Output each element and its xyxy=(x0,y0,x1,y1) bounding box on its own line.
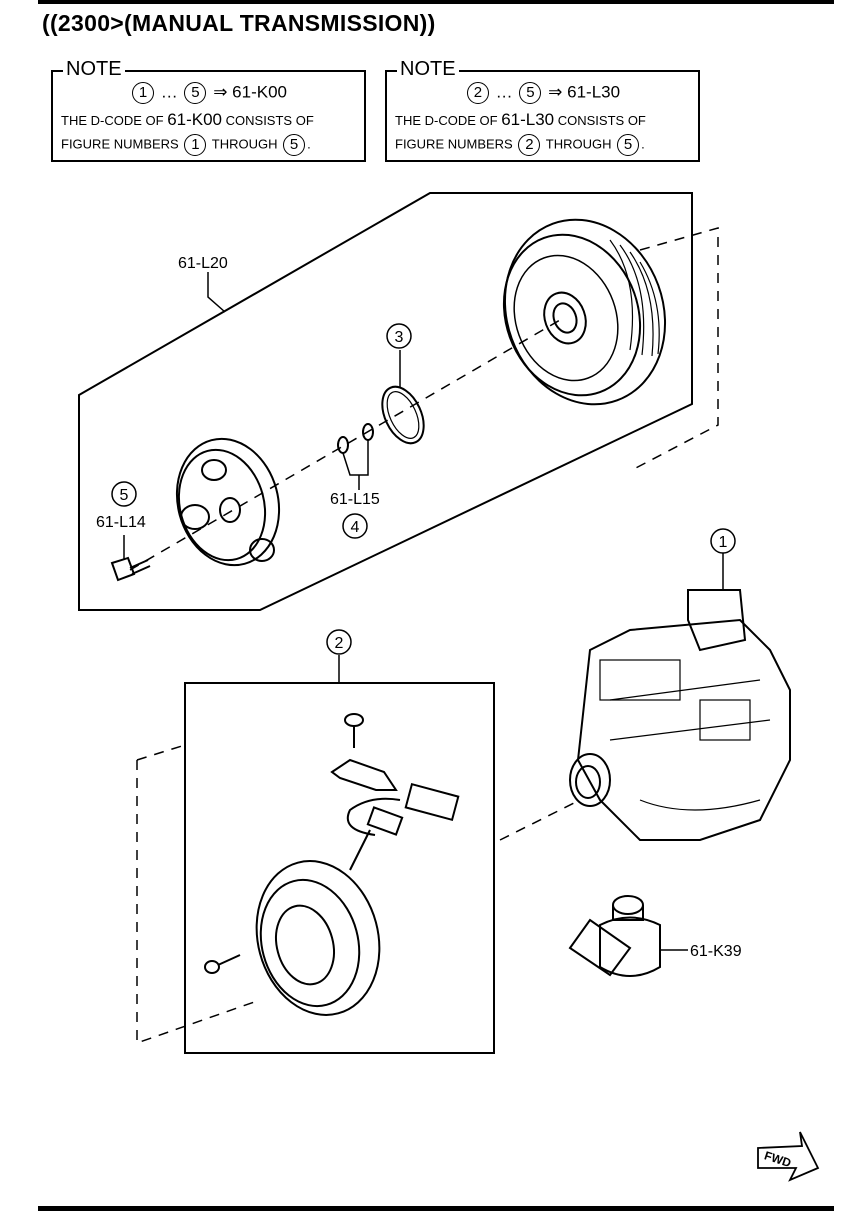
note-range: 2 … 5 ⇒ 61-L30 xyxy=(387,82,698,104)
circle-num: 1 xyxy=(184,134,207,156)
range-sep: … xyxy=(495,82,513,102)
clutch-assembly-outline xyxy=(78,192,693,611)
note-box-k00: NOTE 1 … 5 ⇒ 61-K00 THE D-CODE OF 61-K00… xyxy=(51,58,366,162)
bottom-rule xyxy=(38,1206,834,1211)
compressor-icon xyxy=(569,553,791,841)
callout-circle xyxy=(342,513,368,539)
label-61-l20: 61-L20 xyxy=(178,255,228,272)
note-range: 1 … 5 ⇒ 61-K00 xyxy=(53,82,364,104)
screw-icon xyxy=(204,954,241,974)
note-text: THE D-CODE OF xyxy=(395,113,498,128)
note-code: 61-L30 xyxy=(567,82,621,102)
callout-3: 3 xyxy=(395,329,404,346)
note-text: THROUGH xyxy=(211,136,278,152)
callout-circle xyxy=(710,528,736,554)
circle-num: 2 xyxy=(466,82,489,104)
note-text: FIGURE NUMBERS xyxy=(395,136,513,152)
dashed-axis xyxy=(129,227,719,1045)
callout-1: 1 xyxy=(719,534,728,551)
note-box-l30: NOTE 2 … 5 ⇒ 61-L30 THE D-CODE OF 61-L30… xyxy=(385,58,700,162)
label-61-l14: 61-L14 xyxy=(96,514,146,531)
note-text: CONSISTS OF xyxy=(557,113,646,128)
fwd-label: FWD xyxy=(763,1148,794,1170)
callout-circle xyxy=(386,323,412,349)
bracket-icon xyxy=(330,758,398,791)
circle-num: 5 xyxy=(617,134,640,156)
fwd-arrow-icon xyxy=(757,1131,820,1182)
field-coil-icon xyxy=(255,860,381,1016)
note-code: 61-L30 xyxy=(501,110,555,129)
note-text: . xyxy=(307,136,311,152)
note-code: 61-K00 xyxy=(232,82,287,102)
top-rule xyxy=(38,0,834,4)
note-line-2: THE D-CODE OF 61-L30 CONSISTS OF xyxy=(395,110,646,130)
connector-icon xyxy=(346,782,460,871)
note-text: THE D-CODE OF xyxy=(61,113,164,128)
circle-num: 1 xyxy=(131,82,154,104)
label-61-k39: 61-K39 xyxy=(690,943,742,960)
circle-num: 5 xyxy=(283,134,306,156)
bolt-icon xyxy=(110,535,151,582)
note-line-3: FIGURE NUMBERS 1 THROUGH 5. xyxy=(61,134,311,156)
shim-icon xyxy=(337,423,374,490)
callout-2: 2 xyxy=(335,635,344,652)
note-line-2: THE D-CODE OF 61-K00 CONSISTS OF xyxy=(61,110,314,130)
arrow-icon: ⇒ xyxy=(213,82,228,102)
note-code: 61-K00 xyxy=(167,110,223,129)
arrow-icon: ⇒ xyxy=(548,82,563,102)
screw-icon xyxy=(344,713,364,748)
label-61-l15: 61-L15 xyxy=(330,491,380,508)
leader-line xyxy=(207,272,226,313)
note-text: FIGURE NUMBERS xyxy=(61,136,179,152)
circle-num: 2 xyxy=(518,134,541,156)
pulley-icon xyxy=(502,218,667,406)
note-heading: NOTE xyxy=(397,58,459,80)
circle-num: 5 xyxy=(184,82,207,104)
callout-circle xyxy=(111,481,137,507)
note-line-3: FIGURE NUMBERS 2 THROUGH 5. xyxy=(395,134,645,156)
callout-circle xyxy=(326,629,352,655)
note-text: CONSISTS OF xyxy=(225,113,314,128)
circle-num: 5 xyxy=(519,82,542,104)
pressure-plate-icon xyxy=(175,437,281,567)
callout-4: 4 xyxy=(351,519,360,536)
note-text: . xyxy=(641,136,645,152)
snap-ring-icon xyxy=(381,350,425,445)
note-text: THROUGH xyxy=(545,136,612,152)
callout-5: 5 xyxy=(120,487,129,504)
note-heading: NOTE xyxy=(63,58,125,80)
range-sep: … xyxy=(160,82,178,102)
page-title: ((2300>(MANUAL TRANSMISSION)) xyxy=(42,10,436,36)
cap-icon xyxy=(568,895,688,977)
